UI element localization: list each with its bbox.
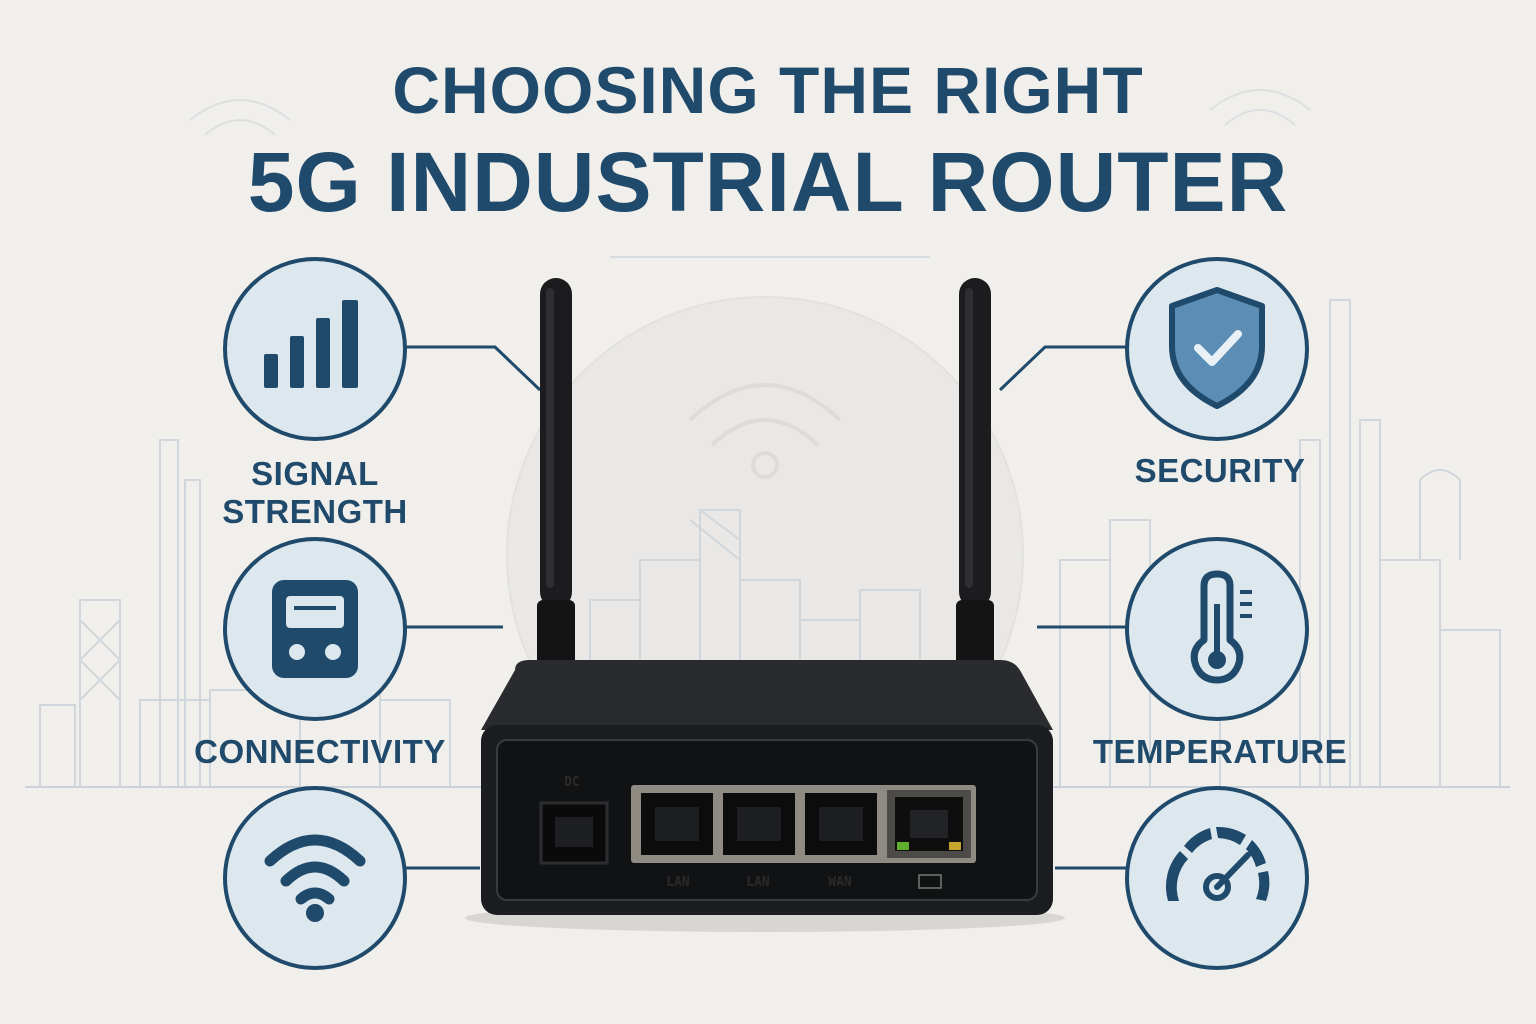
feature-security-circle bbox=[1125, 257, 1309, 441]
connector-signal bbox=[405, 345, 542, 392]
antenna-left bbox=[537, 278, 575, 670]
shield-check-icon bbox=[1169, 287, 1265, 409]
feature-speed-circle bbox=[1125, 786, 1309, 970]
thermometer-icon bbox=[1190, 570, 1252, 684]
security-label: SECURITY bbox=[1134, 452, 1306, 489]
port-icon bbox=[918, 874, 942, 889]
signal-strength-label-line2: STRENGTH bbox=[222, 493, 408, 530]
feature-wifi-circle bbox=[223, 786, 407, 970]
antenna-right bbox=[956, 278, 994, 670]
speedometer-icon bbox=[1165, 826, 1270, 901]
feature-signal-circle bbox=[223, 257, 407, 441]
led-yellow bbox=[949, 842, 961, 850]
wan-label: WAN bbox=[828, 875, 852, 890]
page-title-line1: CHOOSING THE RIGHT bbox=[392, 53, 1144, 127]
router-illustration bbox=[465, 278, 1065, 932]
dc-label: DC bbox=[564, 775, 580, 790]
temperature-label: TEMPERATURE bbox=[1092, 733, 1348, 770]
connectivity-label: CONNECTIVITY bbox=[194, 733, 446, 770]
lan-label-1: LAN bbox=[666, 875, 690, 890]
signal-strength-label: SIGNAL STRENGTH bbox=[190, 455, 440, 531]
feature-temperature-circle bbox=[1125, 537, 1309, 721]
lan-label-2: LAN bbox=[746, 875, 770, 890]
wifi-icon bbox=[264, 834, 366, 905]
led-green bbox=[897, 842, 909, 850]
background-wifi-icon bbox=[688, 383, 842, 422]
connector-security bbox=[998, 345, 1127, 392]
signal-bars-icon bbox=[264, 300, 358, 388]
signal-strength-label-line1: SIGNAL bbox=[251, 455, 379, 492]
feature-connectivity-circle bbox=[223, 537, 407, 721]
modem-icon bbox=[272, 580, 358, 678]
page-title-line2: 5G INDUSTRIAL ROUTER bbox=[247, 135, 1289, 229]
